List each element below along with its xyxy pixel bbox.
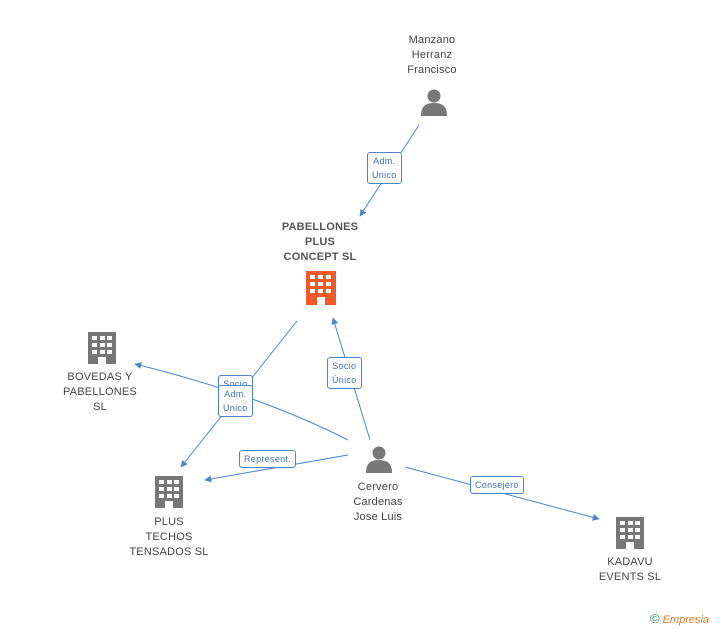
label-line: PLUS (304, 236, 336, 248)
node-label-kadavu[interactable]: KADAVU EVENTS SL (580, 555, 680, 585)
edge-label-represent: Represent. (239, 450, 297, 468)
building-icon[interactable] (155, 476, 183, 508)
label-line: PLUS (154, 516, 184, 528)
building-icon[interactable] (306, 271, 336, 305)
node-label-plus-techos[interactable]: PLUS TECHOS TENSADOS SL (114, 515, 224, 560)
label-line: PABELLONES (281, 221, 359, 233)
label-line: SL (93, 401, 107, 413)
brand-logo[interactable]: ©Empresia (650, 611, 709, 626)
person-icon[interactable] (421, 89, 447, 117)
person-icon[interactable] (366, 446, 392, 474)
label-line: Cardenas (353, 496, 403, 508)
node-label-cervero[interactable]: Cervero Cardenas Jose Luis (326, 480, 430, 525)
edge-label-socio-unico: Socio Único (327, 357, 362, 389)
node-label-pabellones[interactable]: PABELLONES PLUS CONCEPT SL (260, 220, 380, 265)
label-line: Cervero (357, 481, 399, 493)
copyright-icon: © (650, 611, 660, 626)
node-label-bovedas[interactable]: BOVEDAS Y PABELLONES SL (48, 370, 152, 415)
label-line: Jose Luis (353, 511, 403, 523)
node-label-manzano[interactable]: Manzano Herranz Francisco (380, 33, 484, 78)
edge-label-adm-unico-mid: Adm. Unico (218, 385, 253, 417)
label-line: CONCEPT SL (283, 251, 357, 263)
label-line: BOVEDAS Y (67, 371, 133, 383)
brand-name: Empresia (662, 614, 710, 626)
edge-label-consejero: Consejero (470, 476, 524, 494)
label-line: Herranz (411, 49, 453, 61)
label-line: Manzano (408, 34, 456, 46)
label-line: PABELLONES (63, 386, 137, 398)
building-icon[interactable] (88, 332, 116, 364)
label-line: EVENTS SL (598, 571, 662, 583)
label-line: Francisco (407, 64, 457, 76)
edge-label-adm-unico-top: Adm. Unico (367, 152, 402, 184)
building-icon[interactable] (616, 517, 644, 549)
label-line: KADAVU (607, 556, 653, 568)
label-line: TECHOS (145, 531, 193, 543)
label-line: TENSADOS SL (129, 546, 209, 558)
